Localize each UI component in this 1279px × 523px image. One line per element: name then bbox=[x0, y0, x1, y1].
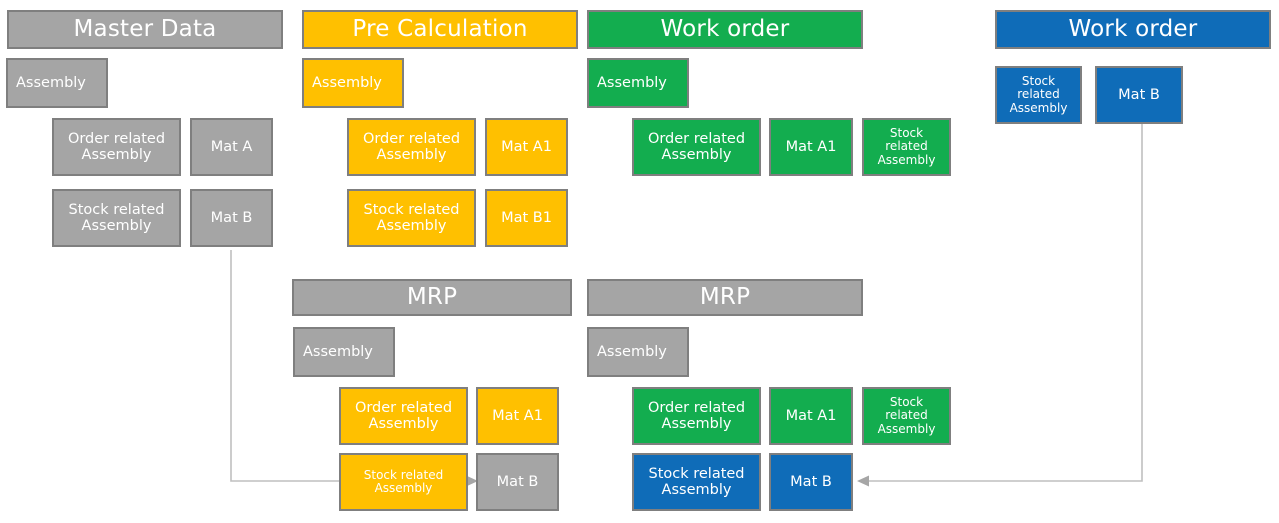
panel-header-work-order-green: Work order bbox=[587, 10, 863, 49]
mrp-left-mat-a1[interactable]: Mat A1 bbox=[476, 387, 559, 445]
panel-header-mrp-right: MRP bbox=[587, 279, 863, 316]
work-order-green-stock-related-assembly[interactable]: Stock related Assembly bbox=[862, 118, 951, 176]
mrp-right-mat-b[interactable]: Mat B bbox=[769, 453, 853, 511]
panel-header-mrp-left: MRP bbox=[292, 279, 572, 316]
pre-calculation-mat-a1[interactable]: Mat A1 bbox=[485, 118, 568, 176]
panel-header-pre-calculation: Pre Calculation bbox=[302, 10, 578, 49]
mrp-right-stock-related-assembly-green[interactable]: Stock related Assembly bbox=[862, 387, 951, 445]
work-order-blue-mat-b[interactable]: Mat B bbox=[1095, 66, 1183, 124]
panel-header-work-order-blue: Work order bbox=[995, 10, 1271, 49]
pre-calculation-assembly[interactable]: Assembly bbox=[302, 58, 404, 108]
pre-calculation-order-related-assembly[interactable]: Order related Assembly bbox=[347, 118, 476, 176]
mrp-right-order-related-assembly[interactable]: Order related Assembly bbox=[632, 387, 761, 445]
master-data-order-related-assembly[interactable]: Order related Assembly bbox=[52, 118, 181, 176]
mrp-right-mat-a1[interactable]: Mat A1 bbox=[769, 387, 853, 445]
master-data-assembly[interactable]: Assembly bbox=[6, 58, 108, 108]
work-order-green-mat-a1[interactable]: Mat A1 bbox=[769, 118, 853, 176]
panel-header-master-data: Master Data bbox=[7, 10, 283, 49]
master-data-mat-a[interactable]: Mat A bbox=[190, 118, 273, 176]
work-order-green-order-related-assembly[interactable]: Order related Assembly bbox=[632, 118, 761, 176]
mrp-right-assembly[interactable]: Assembly bbox=[587, 327, 689, 377]
mrp-left-assembly[interactable]: Assembly bbox=[293, 327, 395, 377]
pre-calculation-stock-related-assembly[interactable]: Stock related Assembly bbox=[347, 189, 476, 247]
mrp-left-stock-related-assembly[interactable]: Stock related Assembly bbox=[339, 453, 468, 511]
master-data-stock-related-assembly[interactable]: Stock related Assembly bbox=[52, 189, 181, 247]
mrp-left-order-related-assembly[interactable]: Order related Assembly bbox=[339, 387, 468, 445]
master-data-mat-b[interactable]: Mat B bbox=[190, 189, 273, 247]
work-order-green-assembly[interactable]: Assembly bbox=[587, 58, 689, 108]
work-order-blue-stock-related-assembly[interactable]: Stock related Assembly bbox=[995, 66, 1082, 124]
pre-calculation-mat-b1[interactable]: Mat B1 bbox=[485, 189, 568, 247]
mrp-right-stock-related-assembly-blue[interactable]: Stock related Assembly bbox=[632, 453, 761, 511]
mrp-left-mat-b[interactable]: Mat B bbox=[476, 453, 559, 511]
